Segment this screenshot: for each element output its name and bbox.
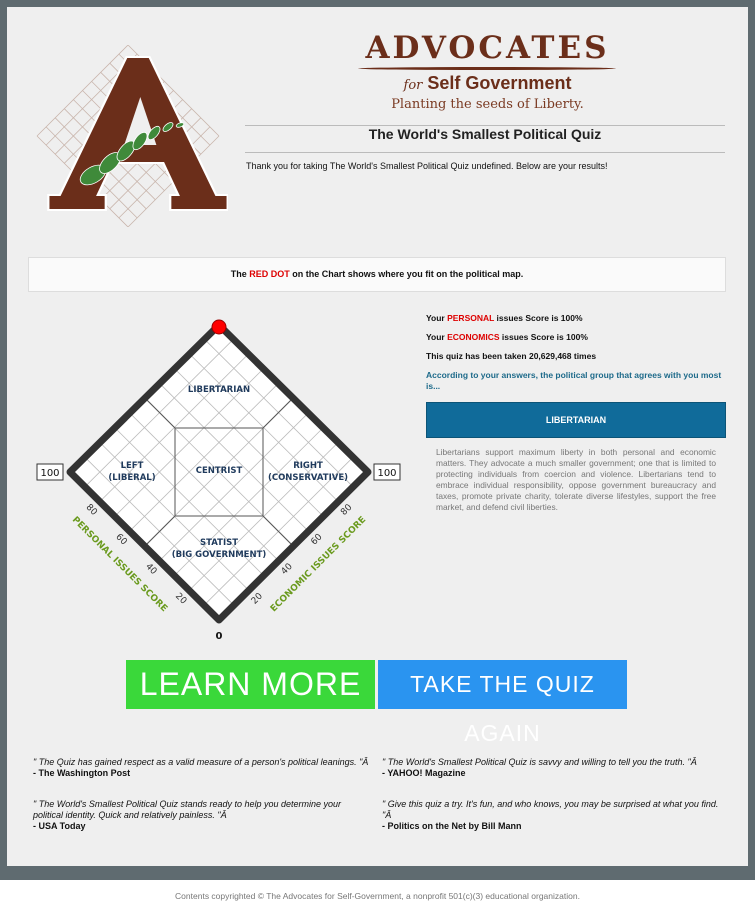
region-statist: STATIST	[200, 538, 238, 548]
notice-red: RED DOT	[249, 269, 290, 279]
left-max-label-box	[36, 463, 64, 481]
economic-post: issues Score is 100%	[499, 332, 588, 342]
grid-line	[174, 368, 324, 517]
quote-text: " The World's Smallest Political Quiz is…	[382, 757, 697, 767]
notice-pre: The	[230, 269, 250, 279]
group-description: Libertarians support maximum liberty in …	[436, 447, 716, 512]
notice-post: on the Chart shows where you fit on the …	[289, 269, 524, 279]
quote: " The World's Smallest Political Quiz is…	[382, 757, 722, 779]
region-centrist: CENTRIST	[196, 466, 243, 476]
thanks-text: Thank you for taking The World's Smalles…	[246, 161, 608, 171]
red-dot-notice: The RED DOT on the Chart shows where you…	[28, 257, 726, 292]
region-right: RIGHT	[293, 461, 323, 471]
quote: " The World's Smallest Political Quiz st…	[33, 799, 373, 832]
page-title: The World's Smallest Political Quiz	[368, 126, 602, 142]
personal-post: issues Score is 100%	[494, 313, 583, 323]
quote: " Give this quiz a try. It's fun, and wh…	[382, 799, 722, 832]
chart-border	[66, 321, 372, 624]
result-red-dot	[211, 319, 227, 335]
quote-source: - The Washington Post	[33, 768, 131, 778]
footer-copyright: Contents copyrighted © The Advocates for…	[175, 891, 580, 901]
region-libertarian: LIBERTARIAN	[188, 385, 250, 395]
take-quiz-again-button[interactable]: TAKE THE QUIZ AGAIN	[378, 660, 627, 746]
right-max-label-box	[373, 463, 401, 481]
personal-tick: 60	[113, 532, 128, 547]
times-taken: This quiz has been taken 20,629,468 time…	[426, 351, 597, 361]
grid-line	[114, 368, 264, 517]
quote-source: - USA Today	[33, 821, 86, 831]
personal-score: Your PERSONAL issues Score is 100%	[426, 313, 583, 323]
brand-for: for	[403, 78, 423, 93]
quote-source: - Politics on the Net by Bill Mann	[382, 821, 522, 831]
economic-pre: Your	[426, 332, 448, 342]
quote-text: " The Quiz has gained respect as a valid…	[33, 757, 369, 767]
economic-tick: 40	[280, 562, 295, 577]
advocates-logo	[36, 45, 228, 227]
divider	[245, 125, 725, 126]
quote-source: - YAHOO! Magazine	[382, 768, 466, 778]
region-left: LEFT	[121, 461, 144, 471]
grid-line	[129, 382, 279, 532]
personal-tick: 40	[143, 562, 158, 577]
grid-line	[159, 382, 309, 532]
agree-text: According to your answers, the political…	[426, 370, 722, 391]
region-statist-sub: (BIG GOVERNMENT)	[172, 550, 267, 560]
origin-label: 0	[216, 631, 223, 642]
result-group-button[interactable]: LIBERTARIAN	[426, 402, 726, 438]
learn-more-button[interactable]: LEARN MORE	[126, 660, 375, 709]
economic-tick: 80	[339, 502, 354, 517]
personal-tick: 80	[84, 503, 99, 518]
economic-tick: 20	[250, 591, 265, 606]
personal-tick: 20	[173, 591, 188, 606]
centrist-box	[174, 427, 264, 517]
economic-red: ECONOMICS	[447, 332, 500, 342]
brand-tagline: Planting the seeds of Liberty.	[391, 97, 584, 112]
quote-text: " The World's Smallest Political Quiz st…	[33, 799, 342, 820]
brand-subtitle: for Self Government	[345, 73, 630, 94]
right-max-label: 100	[377, 468, 396, 479]
economic-score: Your ECONOMICS issues Score is 100%	[426, 332, 588, 342]
economic-tick: 60	[309, 532, 324, 547]
region-right-sub: (CONSERVATIVE)	[268, 473, 348, 483]
personal-red: PERSONAL	[447, 313, 495, 323]
quote-text: " Give this quiz a try. It's fun, and wh…	[382, 799, 719, 820]
personal-pre: Your	[426, 313, 448, 323]
brand-name: ADVOCATES	[365, 30, 610, 66]
brand-underline	[358, 67, 616, 70]
quote: " The Quiz has gained respect as a valid…	[33, 757, 373, 779]
left-max-label: 100	[40, 468, 59, 479]
region-dividers	[144, 397, 294, 547]
region-left-sub: (LIBERAL)	[108, 473, 155, 483]
brand-sub: Self Government	[427, 73, 572, 93]
divider	[245, 152, 725, 153]
